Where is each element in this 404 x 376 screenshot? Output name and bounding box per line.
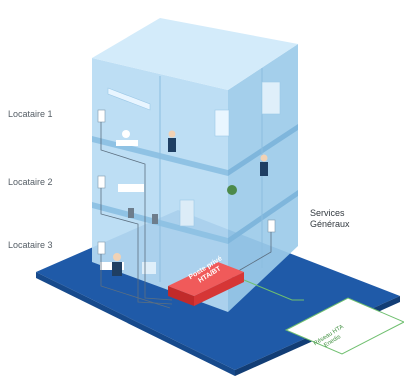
substation-box-front (168, 286, 194, 306)
meter-icon (97, 241, 106, 255)
plant-icon (227, 185, 237, 195)
desk (116, 140, 138, 146)
meter-icon (97, 175, 106, 189)
cable (100, 254, 171, 309)
base-platform-front (36, 272, 235, 376)
cabinet (142, 262, 156, 274)
cable (100, 122, 173, 301)
building-roof (92, 18, 298, 90)
chair (128, 208, 134, 218)
label-tenant-3: Locataire 3 (8, 240, 53, 250)
label-tenant-2: Locataire 2 (8, 177, 53, 187)
person-icon-body (260, 162, 268, 176)
label-services-generaux: Services Généraux (310, 208, 350, 230)
chair (152, 214, 158, 224)
ceiling-light (107, 87, 151, 111)
person-icon-body (112, 262, 122, 276)
substation-box-top (168, 262, 244, 296)
door (179, 199, 195, 227)
floor-slab-2-right (228, 124, 298, 176)
building-right-face (228, 44, 298, 312)
person-icon-body (168, 138, 176, 152)
floor-slab-1-right (228, 190, 298, 244)
cable (100, 188, 173, 305)
label-tenant-1: Locataire 1 (8, 109, 53, 119)
desk (118, 184, 144, 192)
glass-partition (214, 109, 230, 137)
substation-box-side (194, 272, 244, 306)
network-cable (243, 279, 304, 301)
person-icon (122, 130, 130, 138)
network-box (284, 297, 404, 355)
label-services-line2: Généraux (310, 219, 350, 229)
label-services-line1: Services (310, 208, 345, 218)
meter-icon (97, 109, 106, 123)
appliance (261, 81, 281, 115)
meter-icon (267, 219, 276, 233)
